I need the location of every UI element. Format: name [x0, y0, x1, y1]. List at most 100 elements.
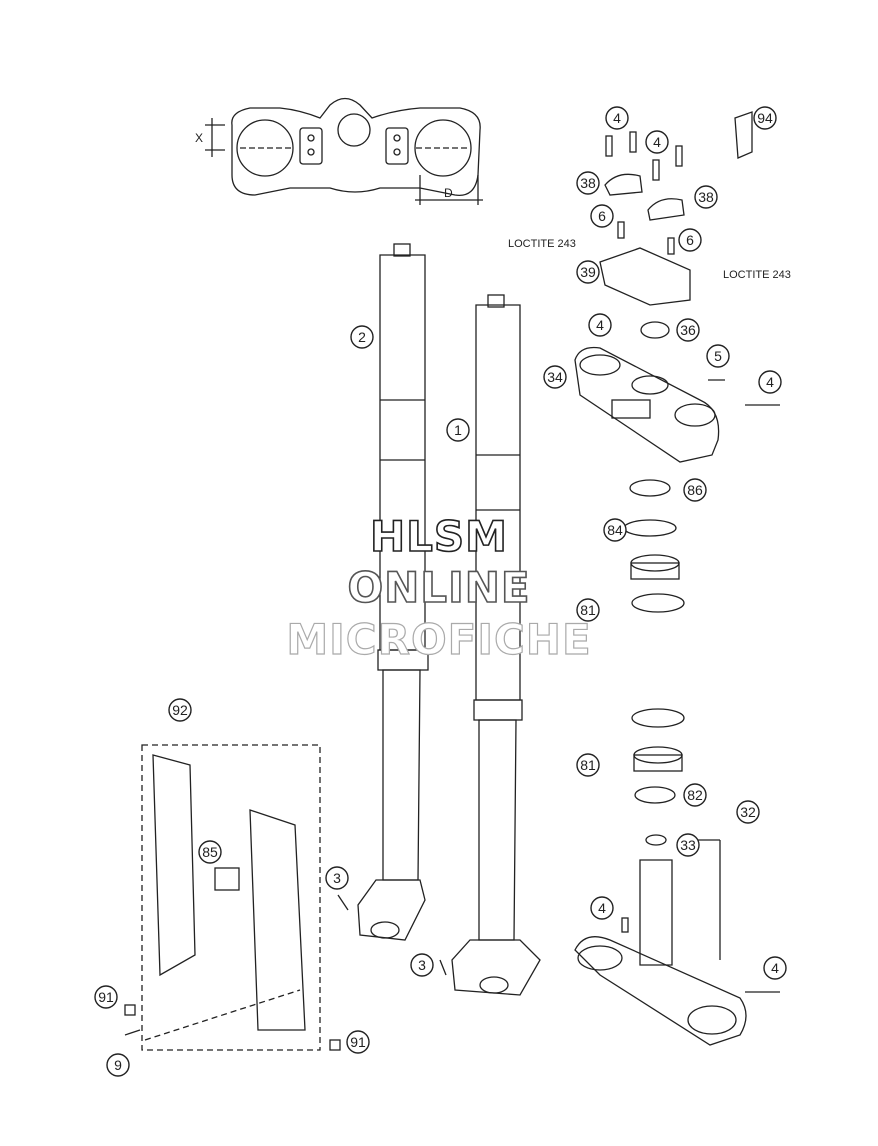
callout-2: 2 [350, 325, 374, 349]
callout-4c: 4 [588, 313, 612, 337]
callout-4e: 4 [590, 896, 614, 920]
watermark-line-1: HLSM [369, 511, 508, 562]
callout-circle [758, 370, 782, 394]
callout-6b: 6 [678, 228, 702, 252]
callout-number: 34 [547, 369, 563, 385]
callout-number: 84 [607, 522, 623, 538]
callout-81a: 81 [576, 598, 600, 622]
callout-circle [676, 833, 700, 857]
loctite-label-left: LOCTITE 243 [508, 238, 576, 250]
callout-circle [683, 783, 707, 807]
callout-32: 32 [736, 800, 760, 824]
callout-circle [94, 985, 118, 1009]
callout-number: 1 [454, 422, 462, 438]
callout-circle [346, 1030, 370, 1054]
callout-84: 84 [603, 518, 627, 542]
callout-circle [198, 840, 222, 864]
callout-number: 33 [680, 837, 696, 853]
callout-36: 36 [676, 318, 700, 342]
callout-number: 36 [680, 322, 696, 338]
callout-circle [588, 313, 612, 337]
callout-circle [576, 260, 600, 284]
callout-9: 9 [106, 1053, 130, 1077]
bearing-stack [623, 479, 685, 804]
callout-circle [576, 753, 600, 777]
callout-circle [350, 325, 374, 349]
callout-number: 38 [698, 189, 714, 205]
callout-1: 1 [446, 418, 470, 442]
callout-circle [678, 228, 702, 252]
loctite-label-right: LOCTITE 243 [723, 269, 791, 281]
callout-number: 9 [114, 1057, 122, 1073]
callout-94: 94 [753, 106, 777, 130]
callout-number: 81 [580, 602, 596, 618]
callout-33: 33 [676, 833, 700, 857]
callout-number: 4 [613, 110, 621, 126]
callout-number: 2 [358, 329, 366, 345]
callout-circle [543, 365, 567, 389]
callout-number: 91 [350, 1034, 366, 1050]
callout-circle [410, 953, 434, 977]
callout-86: 86 [683, 478, 707, 502]
callout-number: 3 [333, 870, 341, 886]
callout-number: 86 [687, 482, 703, 498]
callout-circle [753, 106, 777, 130]
dimension-x-label: X [195, 131, 203, 145]
callout-circle [706, 344, 730, 368]
callout-number: 5 [714, 348, 722, 364]
callout-number: 85 [202, 844, 218, 860]
callout-3b: 3 [410, 953, 434, 977]
callout-number: 4 [771, 960, 779, 976]
callout-number: 82 [687, 787, 703, 803]
callout-number: 4 [766, 374, 774, 390]
callout-circle [325, 866, 349, 890]
watermark-line-3: MICROFICHE [286, 614, 592, 664]
callout-38b: 38 [694, 185, 718, 209]
callout-number: 32 [740, 804, 756, 820]
callout-number: 81 [580, 757, 596, 773]
callout-6a: 6 [590, 204, 614, 228]
triple-clamp-dimension-drawing [205, 97, 483, 205]
callout-circle [676, 318, 700, 342]
fork-guards [141, 744, 321, 1051]
callout-circle [763, 956, 787, 980]
callout-circle [446, 418, 470, 442]
callout-38a: 38 [576, 171, 600, 195]
callout-circle [645, 130, 669, 154]
callout-5: 5 [706, 344, 730, 368]
watermark-line-2: ONLINE [347, 562, 531, 613]
lower-triple-clamp [574, 834, 747, 1046]
callout-number: 38 [580, 175, 596, 191]
callout-number: 94 [757, 110, 773, 126]
handlebar-clamp-assembly [599, 111, 753, 306]
callout-circle [683, 478, 707, 502]
dimension-d-label: D [444, 186, 453, 200]
callout-91a: 91 [94, 985, 118, 1009]
callout-number: 4 [653, 134, 661, 150]
callout-34: 34 [543, 365, 567, 389]
callout-number: 91 [98, 989, 114, 1005]
callout-number: 6 [598, 208, 606, 224]
callout-82: 82 [683, 783, 707, 807]
callout-81b: 81 [576, 753, 600, 777]
callout-circle [603, 518, 627, 542]
callout-number: 39 [580, 264, 596, 280]
callout-39: 39 [576, 260, 600, 284]
callout-number: 4 [596, 317, 604, 333]
callout-4d: 4 [758, 370, 782, 394]
fork-leg-1 [451, 294, 541, 996]
callout-number: 92 [172, 702, 188, 718]
callout-92: 92 [168, 698, 192, 722]
callout-circle [605, 106, 629, 130]
callout-circle [694, 185, 718, 209]
callout-85: 85 [198, 840, 222, 864]
callout-4b: 4 [645, 130, 669, 154]
callout-number: 4 [598, 900, 606, 916]
callout-circle [576, 598, 600, 622]
callout-circle [590, 896, 614, 920]
callout-circle [168, 698, 192, 722]
bolts [124, 379, 780, 1051]
